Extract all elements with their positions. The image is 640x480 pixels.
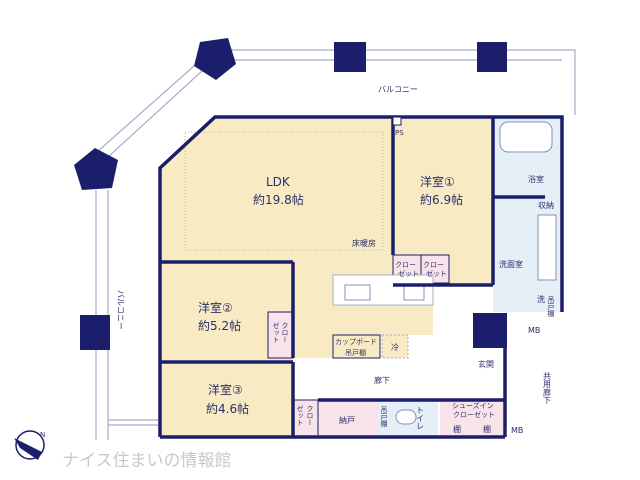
closet-label-4b: ゼット (296, 404, 304, 426)
closet-label-3b: ゼット (272, 321, 280, 343)
room3-size: 約4.6帖 (206, 401, 249, 416)
ps-box (392, 116, 402, 126)
hallway-label: 廊下 (374, 375, 390, 385)
closet-label-2a: クロー (423, 261, 444, 269)
room3-name: 洋室③ (208, 382, 243, 397)
cupboard (332, 334, 381, 359)
shoe-closet-label-2: クローゼット (453, 410, 495, 419)
watermark-logo: ナイス住まいの情報館 (62, 451, 232, 471)
washroom-label: 洗面室 (499, 259, 523, 269)
closet-label-1b: ゼット (398, 269, 419, 278)
room2-name: 洋室② (198, 300, 233, 315)
shelf-label-2: 棚 (483, 424, 491, 434)
wash-upper-cabinet-label: 吊戸棚 (547, 296, 555, 318)
bathtub-icon (499, 121, 553, 153)
storeroom-label: 納戸 (339, 415, 355, 425)
fridge-space (381, 334, 409, 359)
room3-closet (292, 399, 319, 438)
balcony-top-label: バルコニー (378, 85, 418, 94)
ldk-name: LDK (266, 175, 291, 189)
fridge-label: 冷 (391, 342, 399, 352)
room1-size: 約6.9帖 (420, 192, 463, 207)
compass-icon: N (14, 430, 45, 460)
ldk-floor-heating-area (184, 131, 384, 251)
balcony-left-label: バルコニー (116, 290, 125, 330)
washer-label: 洗 (537, 294, 545, 304)
bath-label: 浴室 (528, 174, 544, 184)
mb-label-bottom: MB (511, 426, 523, 435)
toilet-upper-cabinet-label: 吊戸棚 (380, 406, 388, 428)
toilet-icon (395, 409, 417, 425)
entrance-label: 玄関 (478, 359, 494, 369)
storeroom-floor (318, 400, 378, 437)
shoe-closet-floor (440, 400, 505, 437)
room1-name: 洋室① (420, 174, 455, 189)
closet-label-2b: ゼット (426, 269, 447, 278)
ps-label: PS (395, 129, 404, 137)
shoe-closet-label: シューズイン (452, 401, 494, 410)
sink-icon (344, 284, 371, 301)
room2-size: 約5.2帖 (198, 318, 241, 333)
mb-label-top: MB (528, 326, 540, 335)
shelf-label-1: 棚 (453, 424, 461, 434)
vanity-icon (537, 214, 557, 281)
cupboard-upper-label: 吊戸棚 (345, 348, 366, 357)
room3-floor (160, 362, 293, 437)
closet-label-3a: クロー (281, 322, 289, 343)
floor-heating-label: 床暖房 (352, 238, 376, 248)
closet-label-4a: クロー (306, 405, 314, 426)
common-corridor-label: 共用廊下 (543, 372, 552, 405)
storage-label: 収納 (538, 200, 554, 210)
structural-pillar (473, 313, 507, 348)
cupboard-label: カップボード (335, 338, 377, 346)
closet-label-1a: クロー (395, 261, 416, 269)
toilet-label: トイレ (416, 406, 425, 430)
balcony-pillars (74, 38, 507, 350)
ldk-size: 約19.8帖 (253, 192, 304, 207)
svg-text:N: N (40, 431, 45, 439)
walls (158, 115, 564, 439)
